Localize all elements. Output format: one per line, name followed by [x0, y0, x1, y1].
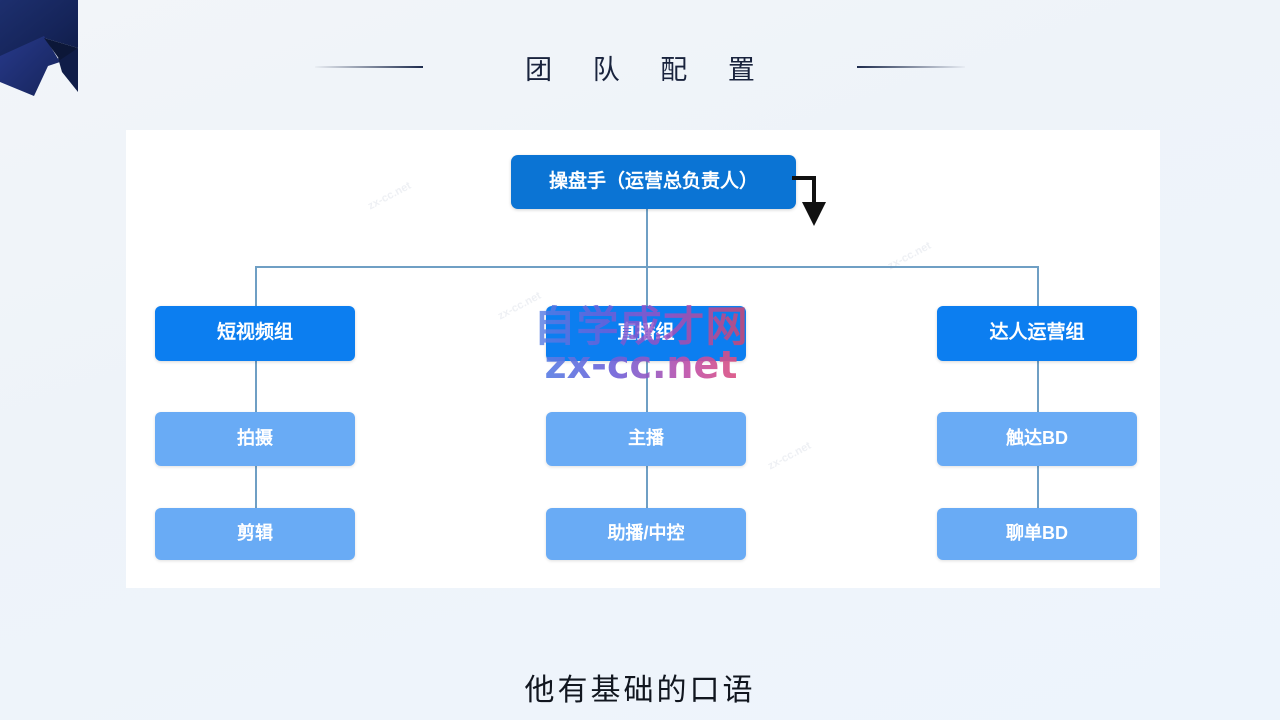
node-outreach-bd[interactable]: 触达BD — [937, 412, 1137, 466]
node-chat-order-bd[interactable]: 聊单BD — [937, 508, 1137, 560]
connector-g2-to-g2c1 — [646, 361, 648, 412]
node-live-streaming-group[interactable]: 直播组 — [546, 306, 746, 361]
connector-g3c1-to-g3c2 — [1037, 466, 1039, 508]
connector-g1c1-to-g1c2 — [255, 466, 257, 508]
connector-to-g2 — [646, 266, 648, 306]
chart-panel: zx-cc.net zx-cc.net zx-cc.net zx-cc.net … — [126, 130, 1160, 588]
faint-watermark: zx-cc.net — [365, 179, 414, 213]
node-root[interactable]: 操盘手（运营总负责人） — [511, 155, 796, 209]
connector-g2c1-to-g2c2 — [646, 466, 648, 508]
connector-g1-to-g1c1 — [255, 361, 257, 412]
subtitle-caption: 他有基础的口语 — [524, 673, 756, 708]
faint-watermark: zx-cc.net — [765, 439, 814, 473]
connector-g3-to-g3c1 — [1037, 361, 1039, 412]
down-arrow-pointer-icon — [792, 176, 826, 226]
faint-watermark: zx-cc.net — [495, 289, 544, 323]
connector-to-g3 — [1037, 266, 1039, 306]
header-rule-left — [315, 66, 424, 68]
node-editing[interactable]: 剪辑 — [155, 508, 355, 560]
connector-root-down — [646, 209, 648, 268]
connector-to-g1 — [255, 266, 257, 306]
node-shooting[interactable]: 拍摄 — [155, 412, 355, 466]
page-header: 团 队 配 置 — [0, 34, 1280, 100]
page-title: 团 队 配 置 — [525, 54, 771, 86]
node-talent-operations-group[interactable]: 达人运营组 — [937, 306, 1137, 361]
header-rule-right — [856, 66, 965, 68]
node-short-video-group[interactable]: 短视频组 — [155, 306, 355, 361]
node-host[interactable]: 主播 — [546, 412, 746, 466]
node-assistant-host-control[interactable]: 助播/中控 — [546, 508, 746, 560]
org-chart: zx-cc.net zx-cc.net zx-cc.net zx-cc.net … — [126, 130, 1160, 588]
